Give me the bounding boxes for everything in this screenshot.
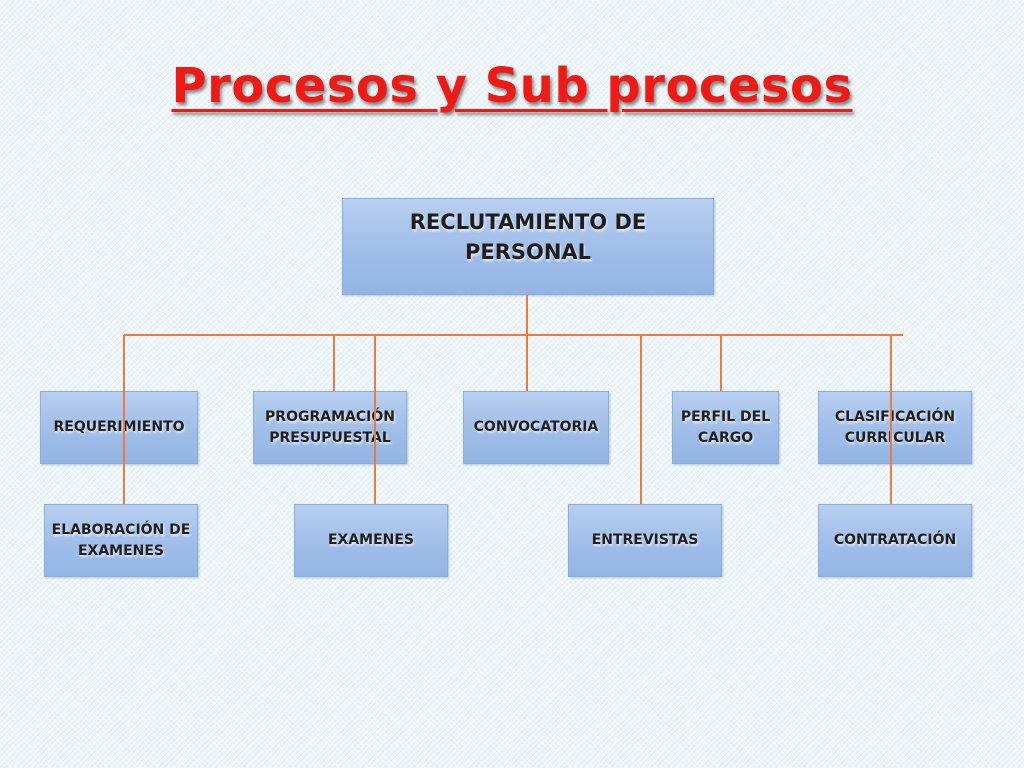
- node-label: REQUERIMIENTO: [53, 419, 185, 436]
- node-programacion-presupuestal: PROGRAMACIÓN PRESUPUESTAL: [253, 391, 407, 464]
- node-label: CONVOCATORIA: [473, 419, 599, 436]
- node-label: ENTREVISTAS: [591, 532, 699, 549]
- node-examenes: EXAMENES: [294, 504, 448, 577]
- node-label: PROGRAMACIÓN PRESUPUESTAL: [265, 409, 395, 446]
- node-label: CONTRATACIÓN: [833, 532, 957, 549]
- node-requerimiento: REQUERIMIENTO: [40, 391, 198, 464]
- node-label: PERFIL DEL CARGO: [680, 409, 771, 446]
- node-convocatoria: CONVOCATORIA: [463, 391, 609, 464]
- node-label: ELABORACIÓN DE EXAMENES: [51, 522, 191, 559]
- node-label: CLASIFICACIÓN CURRICULAR: [834, 409, 956, 446]
- node-clasificacion-curricular: CLASIFICACIÓN CURRICULAR: [818, 391, 972, 464]
- node-reclutamiento-de-personal: RECLUTAMIENTO DE PERSONAL: [342, 198, 714, 295]
- node-entrevistas: ENTREVISTAS: [568, 504, 722, 577]
- node-contratacion: CONTRATACIÓN: [818, 504, 972, 577]
- node-perfil-del-cargo: PERFIL DEL CARGO: [672, 391, 779, 464]
- slide-title: Procesos y Sub procesos: [171, 58, 853, 114]
- node-label: EXAMENES: [327, 532, 415, 549]
- node-label: RECLUTAMIENTO DE PERSONAL: [409, 210, 647, 265]
- node-elaboracion-de-examenes: ELABORACIÓN DE EXAMENES: [44, 504, 198, 577]
